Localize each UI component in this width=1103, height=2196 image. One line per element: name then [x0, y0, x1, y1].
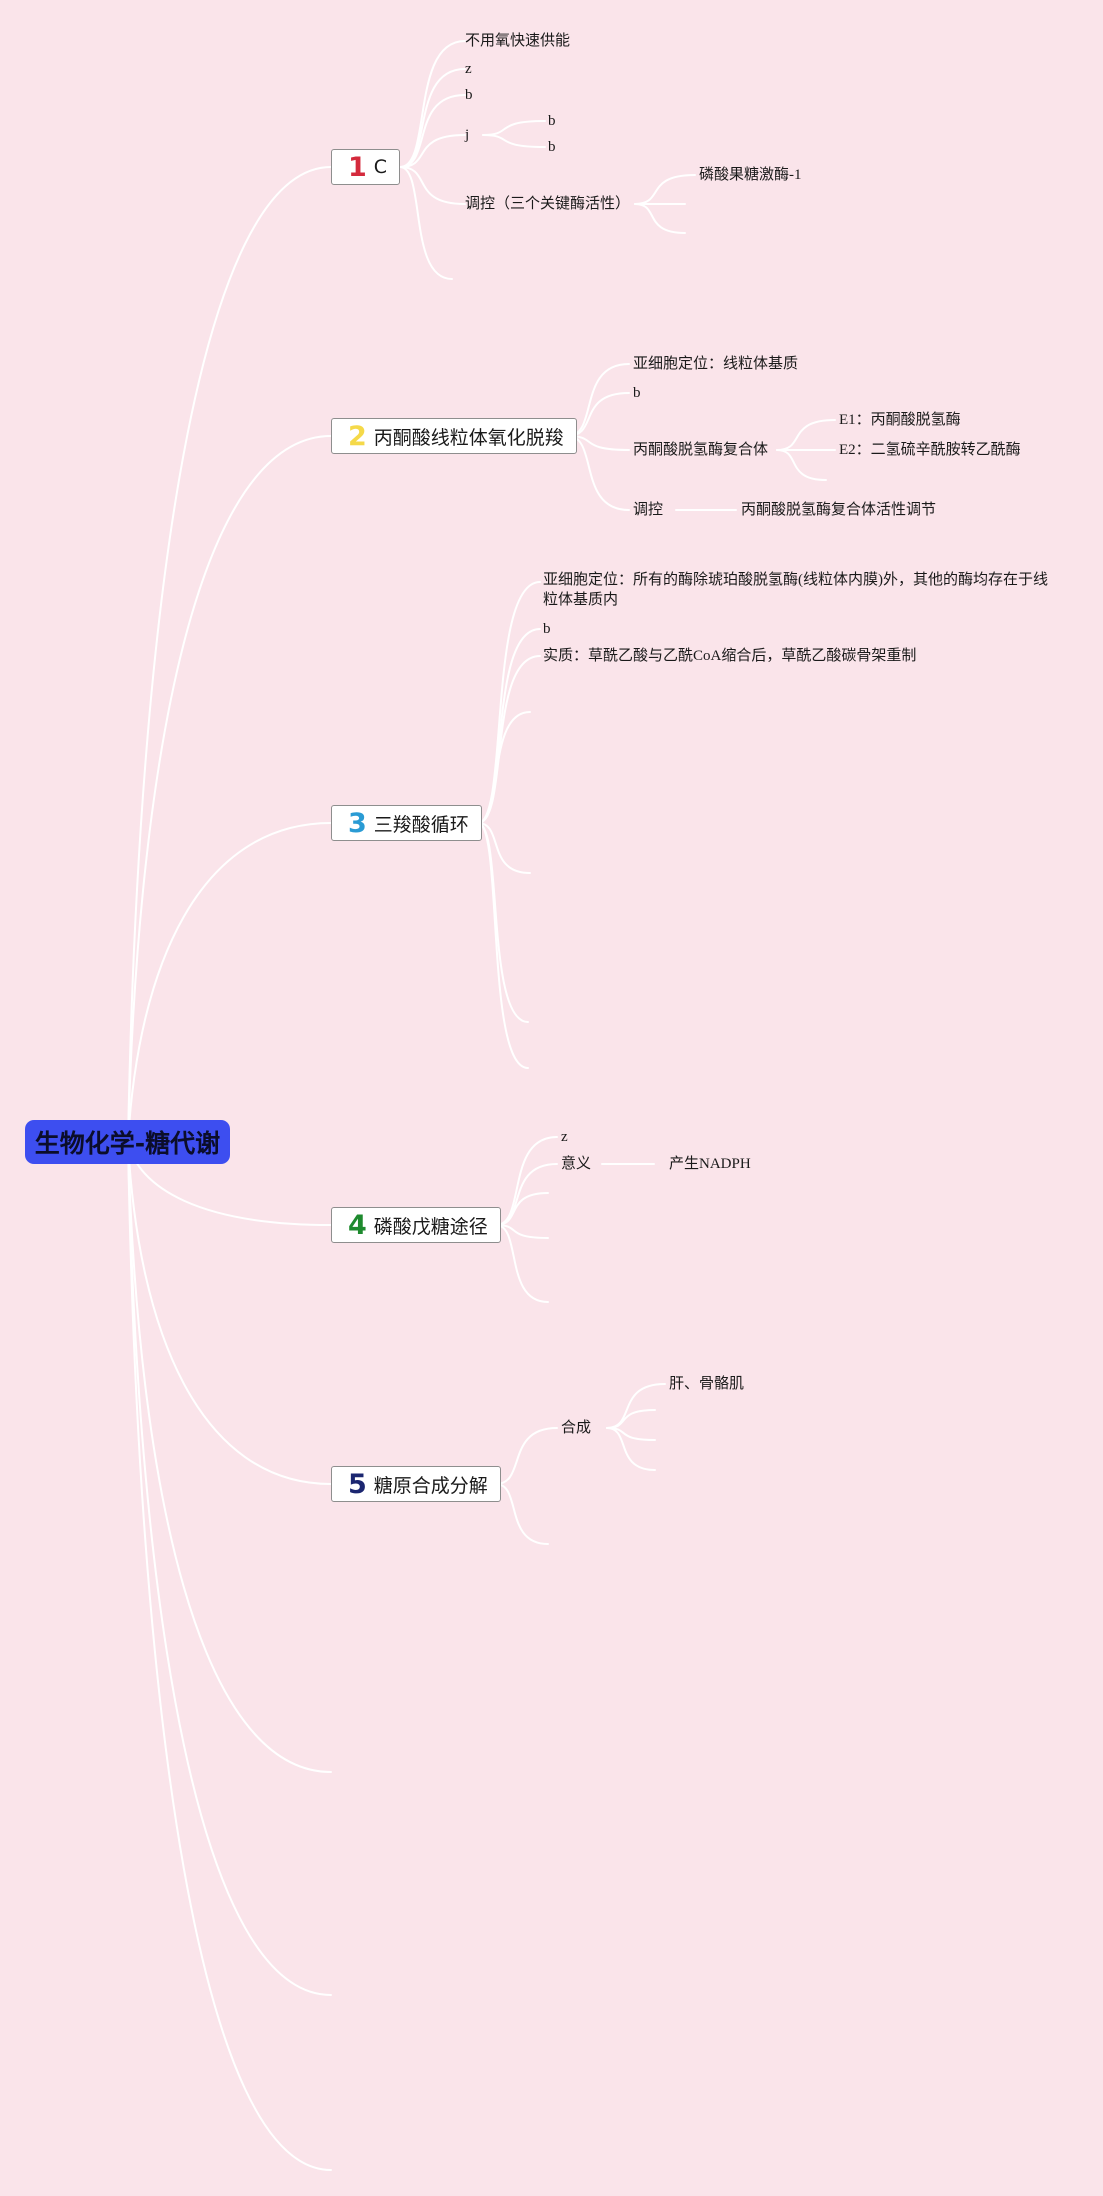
b2-link-1 — [567, 392, 630, 437]
b4-link-2 — [495, 1192, 549, 1226]
b3-link-3 — [477, 711, 531, 824]
b1-link-1 — [399, 68, 466, 168]
node-b2-e2[interactable]: E2：二氢硫辛酰胺转乙酰酶 — [839, 442, 1021, 458]
b5-syn-link-0 — [606, 1383, 666, 1429]
node-b2-complex[interactable]: 丙酮酸脱氢酶复合体 — [633, 442, 769, 458]
node-b3-b[interactable]: b — [543, 621, 551, 637]
root-link-6 — [127, 1141, 332, 1773]
b5-syn-link-3 — [606, 1427, 656, 1471]
root-link-3 — [127, 822, 332, 1143]
b1-link-0 — [399, 40, 466, 168]
root-link-7 — [127, 1141, 332, 1996]
b2-complex-link-2 — [776, 449, 827, 481]
branch-1-number-icon: 1 — [348, 151, 367, 183]
node-b3-essence[interactable]: 实质：草酰乙酸与乙酰CoA缩合后，草酰乙酸碳骨架重制 — [543, 648, 917, 664]
b1-link-4 — [399, 166, 466, 205]
b2-link-0 — [567, 363, 630, 437]
node-b2-reg-detail[interactable]: 丙酮酸脱氢酶复合体活性调节 — [741, 502, 937, 518]
node-b3-location[interactable]: 亚细胞定位：所有的酶除琥珀酸脱氢酶(线粒体内膜)外，其他的酶均存在于线粒体基质内 — [543, 572, 1048, 608]
root-link-1 — [127, 166, 332, 1143]
b1-link-3 — [399, 134, 466, 168]
node-b4-nadph[interactable]: 产生NADPH — [669, 1156, 751, 1172]
b1-reg-link-2 — [634, 203, 686, 234]
b3-link-4 — [477, 822, 531, 874]
node-b2-regulation[interactable]: 调控 — [633, 502, 664, 518]
b4-link-3 — [495, 1224, 549, 1239]
b1-j-link-1 — [482, 134, 546, 148]
branch-3-label: 三羧酸循环 — [373, 813, 469, 836]
node-b1-no-oxygen[interactable]: 不用氧快速供能 — [465, 33, 571, 49]
node-b1-j[interactable]: j — [465, 127, 470, 143]
node-b5-synthesis[interactable]: 合成 — [561, 1420, 592, 1436]
node-b1-z[interactable]: z — [465, 61, 472, 77]
branch-2-label: 丙酮酸线粒体氧化脱羧 — [373, 426, 564, 449]
node-b2-location[interactable]: 亚细胞定位：线粒体基质 — [633, 356, 799, 372]
b1-link-5 — [399, 166, 453, 280]
root-link-8 — [127, 1141, 332, 2171]
root-link-5 — [127, 1141, 332, 1485]
branch-5[interactable]: 5 糖原合成分解 — [331, 1466, 501, 1502]
node-b1-pfk[interactable]: 磷酸果糖激酶-1 — [699, 167, 802, 183]
b1-reg-link-0 — [634, 174, 696, 205]
b1-link-2 — [399, 94, 466, 168]
node-b1-b[interactable]: b — [465, 87, 473, 103]
b3-link-0 — [477, 581, 541, 824]
b4-link-1 — [495, 1163, 558, 1226]
node-b1-j-b1[interactable]: b — [548, 113, 556, 129]
branch-1-label: C — [373, 156, 388, 178]
branch-2-number-icon: 2 — [348, 420, 367, 452]
branch-4[interactable]: 4 磷酸戊糖途径 — [331, 1207, 501, 1243]
b3-link-5 — [477, 822, 529, 1023]
branch-5-label: 糖原合成分解 — [373, 1474, 488, 1497]
b5-syn-link-1 — [606, 1409, 656, 1429]
branch-3-number-icon: 3 — [348, 807, 367, 839]
b1-j-link-0 — [482, 120, 546, 136]
branch-5-number-icon: 5 — [348, 1468, 367, 1500]
branch-2[interactable]: 2 丙酮酸线粒体氧化脱羧 — [331, 418, 577, 454]
node-b4-meaning[interactable]: 意义 — [561, 1156, 592, 1172]
b4-link-0 — [495, 1136, 558, 1226]
node-b2-b[interactable]: b — [633, 385, 641, 401]
branch-3[interactable]: 3 三羧酸循环 — [331, 805, 482, 841]
b3-link-2 — [477, 655, 541, 824]
b3-link-6 — [477, 822, 529, 1069]
root-node[interactable]: 生物化学-糖代谢 — [25, 1120, 230, 1164]
b2-complex-link-0 — [776, 419, 836, 451]
node-b4-z[interactable]: z — [561, 1129, 568, 1145]
b5-link-1 — [495, 1483, 549, 1545]
node-b1-j-b2[interactable]: b — [548, 139, 556, 155]
b5-link-0 — [495, 1427, 558, 1485]
node-b5-liver[interactable]: 肝、骨骼肌 — [669, 1376, 745, 1392]
node-b2-e1[interactable]: E1：丙酮酸脱氢酶 — [839, 412, 961, 428]
branch-4-number-icon: 4 — [348, 1209, 367, 1241]
branch-4-label: 磷酸戊糖途径 — [373, 1215, 488, 1238]
b4-link-4 — [495, 1224, 549, 1303]
branch-1[interactable]: 1 C — [331, 149, 401, 185]
node-b1-regulation[interactable]: 调控（三个关键酶活性） — [465, 196, 631, 212]
root-link-2 — [127, 435, 332, 1143]
